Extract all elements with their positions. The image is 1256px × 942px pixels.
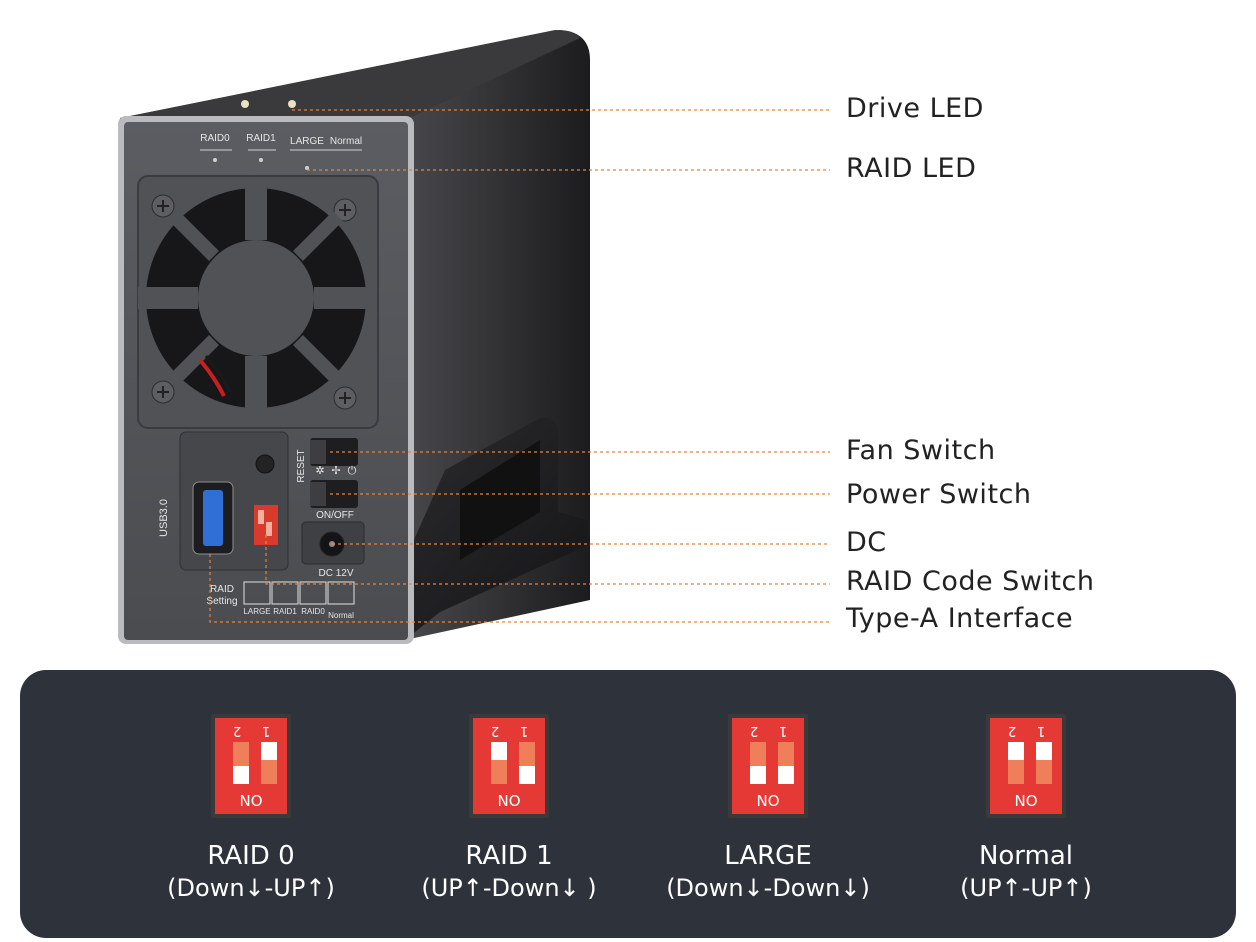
dip-switch-icon: 2 1 NO [211, 714, 291, 818]
raid-mode-panel: 2 1 NO RAID 0 (Down↓-UP↑) 2 1 NO RAID 1 … [20, 670, 1236, 938]
svg-text:Normal: Normal [328, 611, 354, 620]
dip-knob-2 [233, 766, 249, 784]
callout-raid-code-switch: RAID Code Switch [846, 566, 1095, 597]
dip-no-label: NO [239, 792, 263, 810]
dip-no-label: NO [1014, 792, 1038, 810]
label-normal: Normal [330, 136, 362, 147]
mode-raid1: 2 1 NO RAID 1 (UP↑-Down↓ ) [379, 714, 639, 904]
callout-drive-led: Drive LED [846, 93, 984, 124]
dip-slot-1 [261, 742, 277, 784]
mode-title: RAID 1 [465, 841, 553, 871]
label-dc12v: DC 12V [318, 568, 353, 579]
label-raid-setting: RAID [210, 584, 234, 595]
callout-power-switch: Power Switch [846, 479, 1032, 510]
mode-raid0: 2 1 NO RAID 0 (Down↓-UP↑) [121, 714, 381, 904]
dip-slot-2 [750, 742, 766, 784]
label-reset: RESET [296, 449, 307, 482]
svg-text:✲: ✲ [315, 465, 324, 477]
screw-icon-bl [151, 380, 175, 404]
drive-led-2 [288, 100, 296, 108]
screw-icon-tl [151, 194, 175, 218]
mode-title: Normal [978, 841, 1074, 871]
dip-slot-2 [1008, 742, 1024, 784]
dip-knob-1 [1036, 742, 1052, 760]
reset-button [255, 454, 275, 474]
leader-type-a [209, 554, 830, 623]
leader-lines [209, 109, 830, 623]
mode-normal: 2 1 NO Normal (UP↑-UP↑) [896, 714, 1156, 904]
raid-led [213, 158, 217, 162]
dip-slot-1 [519, 742, 535, 784]
svg-text:RAID1: RAID1 [273, 607, 297, 616]
leader-raid-code [265, 535, 830, 585]
dip-slot-2 [491, 742, 507, 784]
dip-switch-icon: 2 1 NO [986, 714, 1066, 818]
dip-knob-2 [491, 742, 507, 760]
label-raid1: RAID1 [246, 133, 276, 144]
svg-text:Setting: Setting [206, 596, 237, 607]
dip-knob-1 [519, 766, 535, 784]
svg-text:✢: ✢ [331, 465, 340, 477]
callout-raid-led: RAID LED [846, 153, 977, 184]
label-raid0: RAID0 [200, 133, 230, 144]
label-onoff: ON/OFF [316, 510, 354, 521]
svg-text:RAID0: RAID0 [301, 607, 325, 616]
dip-slot-1 [1036, 742, 1052, 784]
mode-title: LARGE [724, 841, 812, 871]
mode-description: (Down↓-Down↓) [666, 874, 870, 902]
drive-led-1 [241, 100, 249, 108]
screw-icon-tr [333, 198, 357, 222]
enclosure-illustration: RAID0 RAID1 LARGE Normal USB3.0 RESET ✲ … [118, 30, 830, 644]
dip-slot-1 [778, 742, 794, 784]
enclosure-top [120, 30, 580, 118]
label-large: LARGE [290, 136, 324, 147]
dip-no-label: NO [756, 792, 780, 810]
dip-slot-2 [233, 742, 249, 784]
mode-description: (UP↑-UP↑) [960, 874, 1092, 902]
fan-icon [138, 180, 376, 418]
dip-no-label: NO [497, 792, 521, 810]
dip-knob-1 [778, 766, 794, 784]
dip-switch-icon: 2 1 NO [469, 714, 549, 818]
svg-text:LARGE: LARGE [243, 607, 270, 616]
dip-knob-2 [750, 766, 766, 784]
callout-dc: DC [846, 527, 887, 558]
callout-type-a-interface: Type-A Interface [846, 603, 1074, 634]
callout-fan-switch: Fan Switch [846, 435, 996, 466]
mode-description: (Down↓-UP↑) [167, 874, 335, 902]
svg-text:⏻: ⏻ [348, 465, 357, 477]
dip-switch-icon: 2 1 NO [728, 714, 808, 818]
dip-knob-2 [1008, 742, 1024, 760]
screw-icon-br [333, 386, 357, 410]
mode-large: 2 1 NO LARGE (Down↓-Down↓) [638, 714, 898, 904]
mode-description: (UP↑-Down↓ ) [421, 874, 597, 902]
label-usb30: USB3.0 [158, 499, 170, 537]
mode-title: RAID 0 [207, 841, 295, 871]
dip-knob-1 [261, 742, 277, 760]
